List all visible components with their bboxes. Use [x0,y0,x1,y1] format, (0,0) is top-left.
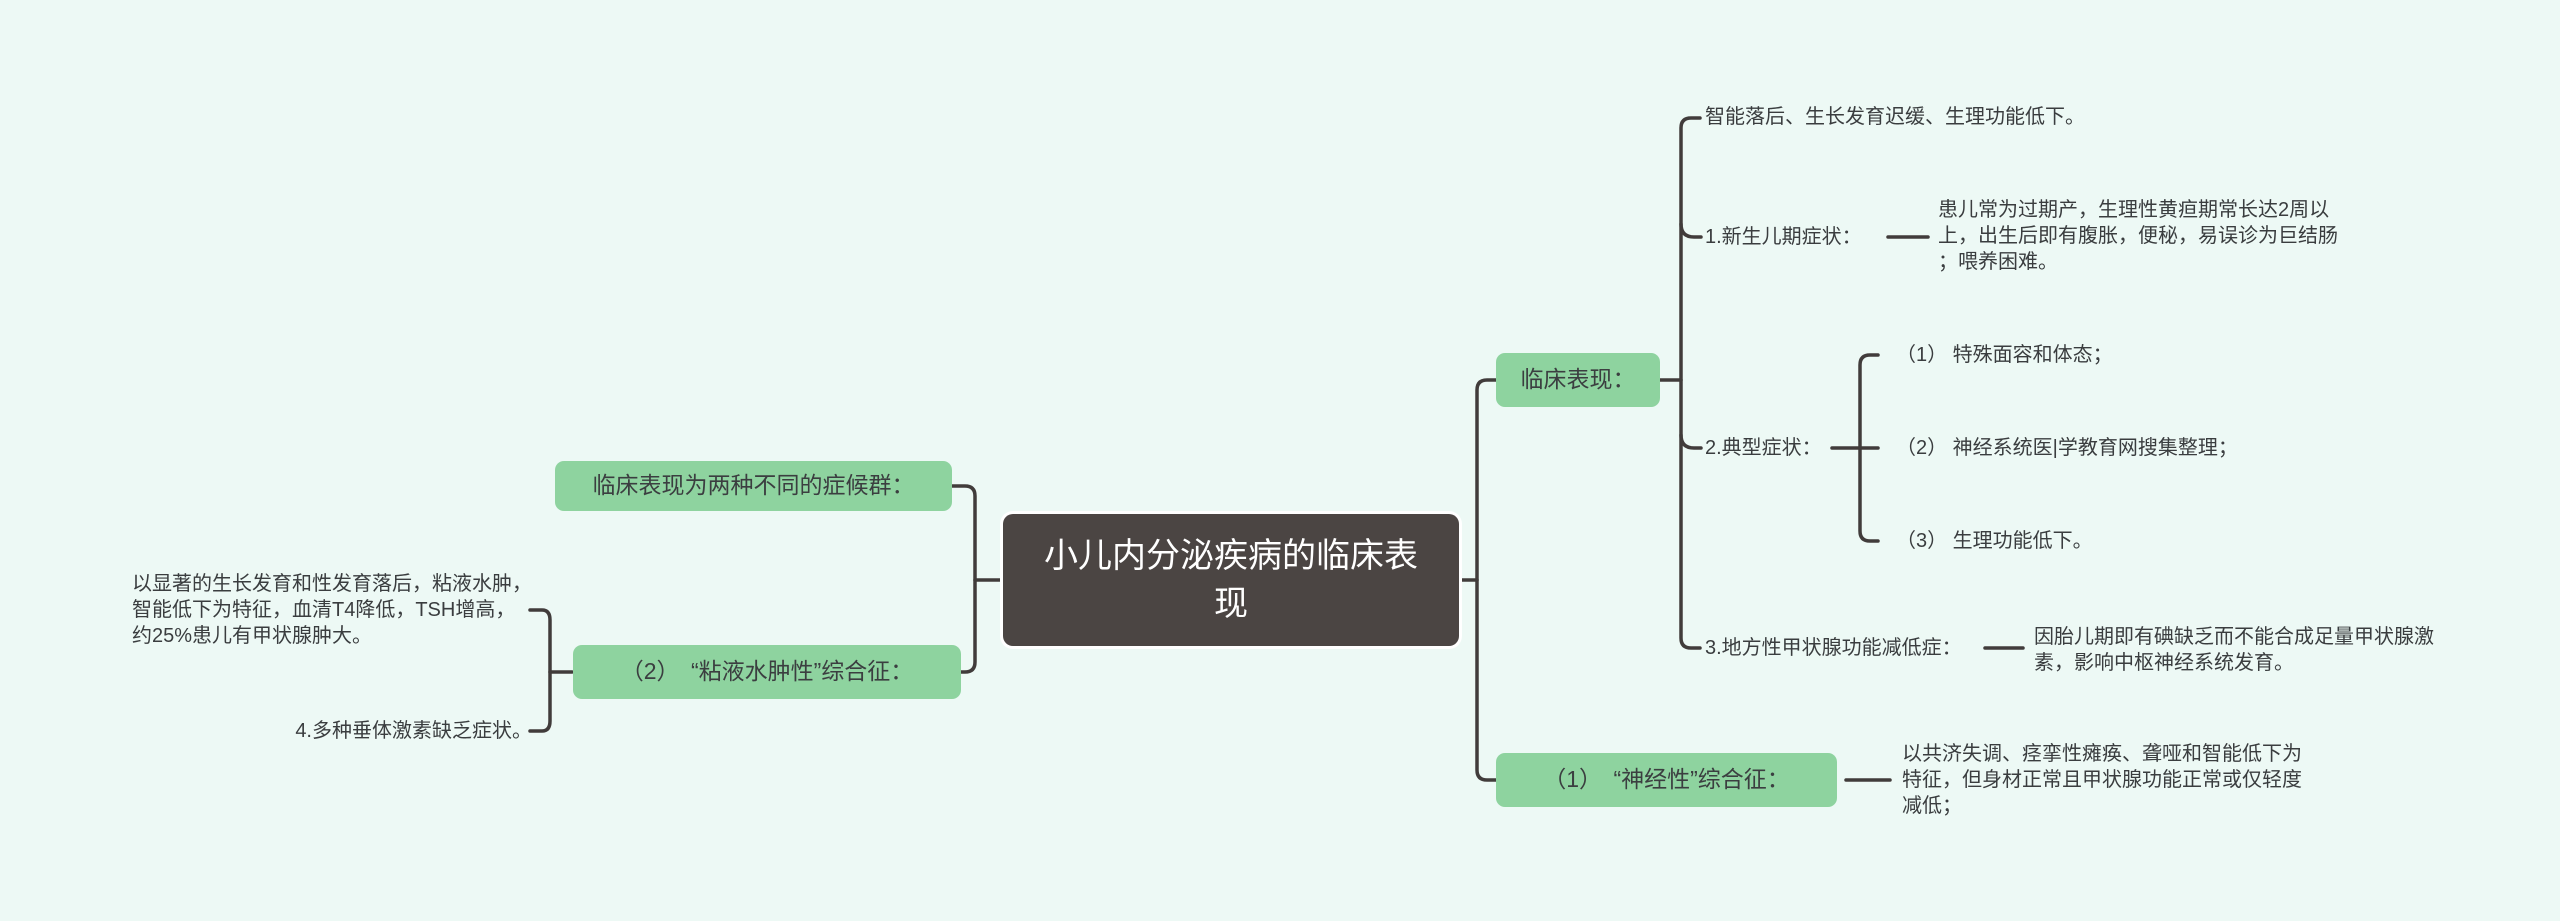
connector-left-branch-rail [949,484,977,674]
myxedema-syndrome-node[interactable]: （2） “粘液水肿性”综合征： [573,645,961,699]
connector-myxedema-children-rail [528,608,552,733]
connector-right-branch-rail [1475,378,1498,782]
typical-symptom-item[interactable]: （1） 特殊面容和体态； [1896,344,2113,366]
connector-typical-elbow [1679,433,1703,450]
clinical-manifestations-node[interactable]: 临床表现： [1496,353,1660,407]
neurological-syndrome-node[interactable]: （1） “神经性”综合征： [1496,753,1837,807]
pituitary-deficiency-text[interactable]: 4.多种垂体激素缺乏症状。 [295,720,532,742]
myxedema-description-text[interactable]: 以显著的生长发育和性发育落后，粘液水肿， 智能低下为特征，血清T4降低，TSH增… [132,573,532,647]
root-topic-node[interactable]: 小儿内分泌疾病的临床表现 [1003,514,1459,646]
connector-clinical-children-rail [1679,116,1702,650]
connector-typical-bracket-rail [1858,353,1880,543]
connector-neonatal-elbow [1679,222,1703,239]
typical-symptom-item[interactable]: （3） 生理功能低下。 [1896,530,2093,552]
endemic-hypothyroidism-label[interactable]: 3.地方性甲状腺功能减低症： [1705,637,1962,659]
typical-symptom-item[interactable]: （2） 神经系统医|学教育网搜集整理； [1896,437,2238,459]
neonatal-symptoms-label[interactable]: 1.新生儿期症状： [1705,226,1862,248]
neurological-syndrome-text[interactable]: 以共济失调、痉挛性瘫痪、聋哑和智能低下为 特征，但身材正常且甲状腺功能正常或仅轻… [1902,743,2302,817]
endemic-hypothyroidism-text[interactable]: 因胎儿期即有碘缺乏而不能合成足量甲状腺激 素，影响中枢神经系统发育。 [2034,626,2434,674]
neonatal-symptoms-text[interactable]: 患儿常为过期产，生理性黄疸期常长达2周以 上，出生后即有腹胀，便秘，易误诊为巨结… [1938,199,2338,273]
syndromes-group-node[interactable]: 临床表现为两种不同的症候群： [555,461,952,511]
overview-text[interactable]: 智能落后、生长发育迟缓、生理功能低下。 [1705,106,2085,128]
typical-symptoms-label[interactable]: 2.典型症状： [1705,437,1822,459]
